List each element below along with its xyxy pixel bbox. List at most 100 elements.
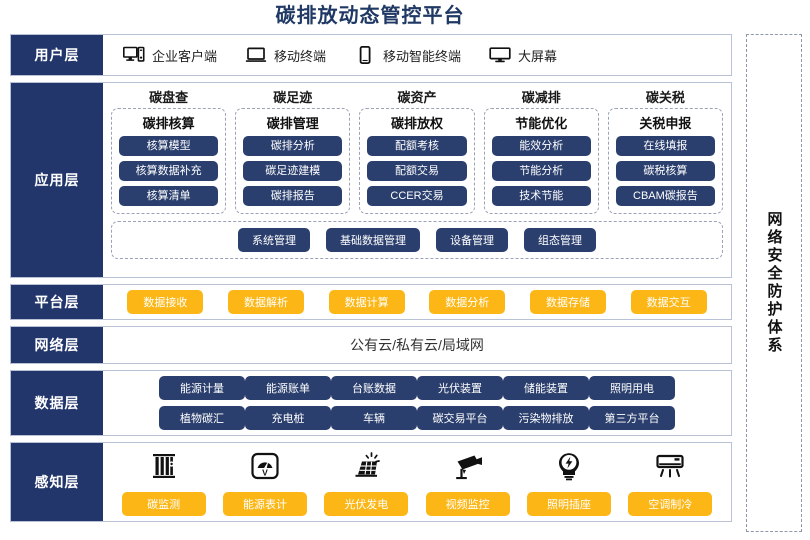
user-item-label: 企业客户端 <box>152 48 218 64</box>
laptop-icon <box>245 46 267 64</box>
sense-item-air-conditioning[interactable]: 空调制冷 <box>628 447 713 516</box>
security-system-panel: 网络安全防护体系 <box>746 34 802 532</box>
layer-sense-label: 感知层 <box>11 443 103 521</box>
layer-network: 网络层 公有云/私有云/局域网 <box>10 326 732 364</box>
app-chip[interactable]: 碳税核算 <box>615 161 716 181</box>
app-column-title: 碳关税 <box>645 90 685 105</box>
user-item-label: 移动终端 <box>274 48 327 64</box>
user-item-smart-terminal[interactable]: 移动智能终端 <box>340 46 475 65</box>
sense-chip[interactable]: 视频监控 <box>425 492 510 516</box>
data-chip[interactable]: 台账数据 <box>331 376 417 400</box>
platform-chip[interactable]: 数据交互 <box>630 290 707 314</box>
sense-item-solar-power[interactable]: 光伏发电 <box>324 447 409 516</box>
desktop-computer-icon <box>123 46 145 64</box>
data-chip[interactable]: 植物碳汇 <box>159 406 245 430</box>
app-chip[interactable]: CCER交易 <box>367 186 467 206</box>
light-bulb-icon <box>553 447 585 485</box>
sense-item-energy-meter[interactable]: V 能源表计 <box>222 447 307 516</box>
layer-application-body: 碳盘查 碳排核算 核算模型 核算数据补充 核算清单 碳足迹 碳排管理 碳排分析 <box>103 83 731 277</box>
app-group-title: 碳排核算 <box>142 116 195 131</box>
layer-network-label: 网络层 <box>11 327 103 363</box>
user-item-enterprise-client[interactable]: 企业客户端 <box>109 46 231 65</box>
app-chip[interactable]: 配额交易 <box>367 161 467 181</box>
platform-chip[interactable]: 数据接收 <box>127 290 204 314</box>
user-item-large-screen[interactable]: 大屏幕 <box>475 46 571 65</box>
app-group: 碳排核算 核算模型 核算数据补充 核算清单 <box>111 108 227 214</box>
app-column-carbon-asset: 碳资产 碳排放权 配额考核 配额交易 CCER交易 <box>359 87 475 214</box>
data-chip[interactable]: 第三方平台 <box>589 406 675 430</box>
management-chip[interactable]: 组态管理 <box>524 228 596 252</box>
app-group-title: 节能优化 <box>515 116 568 131</box>
platform-chip[interactable]: 数据计算 <box>328 290 405 314</box>
platform-chip[interactable]: 数据存储 <box>529 290 606 314</box>
solar-panel-icon <box>350 447 382 485</box>
data-chip[interactable]: 光伏装置 <box>417 376 503 400</box>
sense-item-video-surveillance[interactable]: 视频监控 <box>425 447 510 516</box>
user-item-mobile-terminal[interactable]: 移动终端 <box>231 46 340 65</box>
app-chip[interactable]: 碳足迹建模 <box>243 161 343 181</box>
energy-meter-icon: V <box>249 447 281 485</box>
large-screen-icon <box>489 46 511 64</box>
app-chip[interactable]: 在线填报 <box>615 136 716 156</box>
sense-item-lighting-socket[interactable]: 照明插座 <box>526 447 611 516</box>
data-chip[interactable]: 充电桩 <box>245 406 331 430</box>
app-column-carbon-tariff: 碳关税 关税申报 在线填报 碳税核算 CBAM碳报告 <box>607 87 724 214</box>
data-chip[interactable]: 车辆 <box>331 406 417 430</box>
carbon-monitor-icon <box>148 447 180 485</box>
layer-platform-label: 平台层 <box>11 285 103 319</box>
layer-sense: 感知层 <box>10 442 732 522</box>
app-group-title: 碳排放权 <box>391 116 444 131</box>
app-column-title: 碳盘查 <box>149 90 189 105</box>
app-chip[interactable]: 节能分析 <box>491 161 591 181</box>
network-text: 公有云/私有云/局域网 <box>350 337 484 353</box>
layer-user-body: 企业客户端 移动终端 <box>103 35 731 75</box>
layer-platform: 平台层 数据接收 数据解析 数据计算 数据分析 数据存储 数据交互 <box>10 284 732 320</box>
data-chip[interactable]: 能源账单 <box>245 376 331 400</box>
data-chip[interactable]: 污染物排放 <box>503 406 589 430</box>
user-item-label: 移动智能终端 <box>383 48 462 64</box>
platform-chip[interactable]: 数据分析 <box>429 290 506 314</box>
app-chip[interactable]: 配额考核 <box>367 136 467 156</box>
sense-chip[interactable]: 光伏发电 <box>324 492 409 516</box>
data-chip[interactable]: 储能装置 <box>503 376 589 400</box>
data-chip[interactable]: 碳交易平台 <box>417 406 503 430</box>
app-chip[interactable]: CBAM碳报告 <box>615 186 716 206</box>
data-chip[interactable]: 能源计量 <box>159 376 245 400</box>
management-chip[interactable]: 系统管理 <box>238 228 310 252</box>
layer-application: 应用层 碳盘查 碳排核算 核算模型 核算数据补充 核算清单 碳足迹 <box>10 82 732 278</box>
app-chip[interactable]: 能效分析 <box>491 136 591 156</box>
sense-chip[interactable]: 能源表计 <box>222 492 307 516</box>
app-chip[interactable]: 核算模型 <box>119 136 219 156</box>
app-group: 碳排放权 配额考核 配额交易 CCER交易 <box>359 108 475 214</box>
sense-chip[interactable]: 照明插座 <box>526 492 611 516</box>
data-row: 能源计量 能源账单 台账数据 光伏装置 储能装置 照明用电 <box>159 376 675 400</box>
app-group-title: 关税申报 <box>639 116 692 131</box>
app-management-strip: 系统管理 基础数据管理 设备管理 组态管理 <box>111 221 723 259</box>
app-chip[interactable]: 技术节能 <box>491 186 591 206</box>
sense-chip[interactable]: 空调制冷 <box>628 492 713 516</box>
app-group-title: 碳排管理 <box>266 116 319 131</box>
air-conditioner-icon <box>654 447 686 485</box>
layer-user: 用户层 企业客户端 <box>10 34 732 76</box>
app-chip[interactable]: 核算数据补充 <box>119 161 219 181</box>
app-chip[interactable]: 碳排报告 <box>243 186 343 206</box>
sense-row: 碳监测 V 能源表计 <box>113 447 721 516</box>
app-chip[interactable]: 核算清单 <box>119 186 219 206</box>
sense-chip[interactable]: 碳监测 <box>121 492 206 516</box>
svg-text:V: V <box>262 468 268 478</box>
user-item-label: 大屏幕 <box>518 48 558 64</box>
app-chip[interactable]: 碳排分析 <box>243 136 343 156</box>
app-column-title: 碳减排 <box>521 90 561 105</box>
data-chip[interactable]: 照明用电 <box>589 376 675 400</box>
management-chip[interactable]: 基础数据管理 <box>326 228 420 252</box>
sense-item-carbon-monitor[interactable]: 碳监测 <box>121 447 206 516</box>
management-chip[interactable]: 设备管理 <box>436 228 508 252</box>
layer-sense-body: 碳监测 V 能源表计 <box>103 443 731 521</box>
app-column-title: 碳资产 <box>397 90 437 105</box>
layer-stack: 用户层 企业客户端 <box>10 34 732 528</box>
app-column-carbon-inventory: 碳盘查 碳排核算 核算模型 核算数据补充 核算清单 <box>111 87 227 214</box>
page-title: 碳排放动态管控平台 <box>275 5 465 27</box>
layer-user-label: 用户层 <box>11 35 103 75</box>
layer-network-body: 公有云/私有云/局域网 <box>103 327 731 363</box>
platform-chip[interactable]: 数据解析 <box>227 290 304 314</box>
